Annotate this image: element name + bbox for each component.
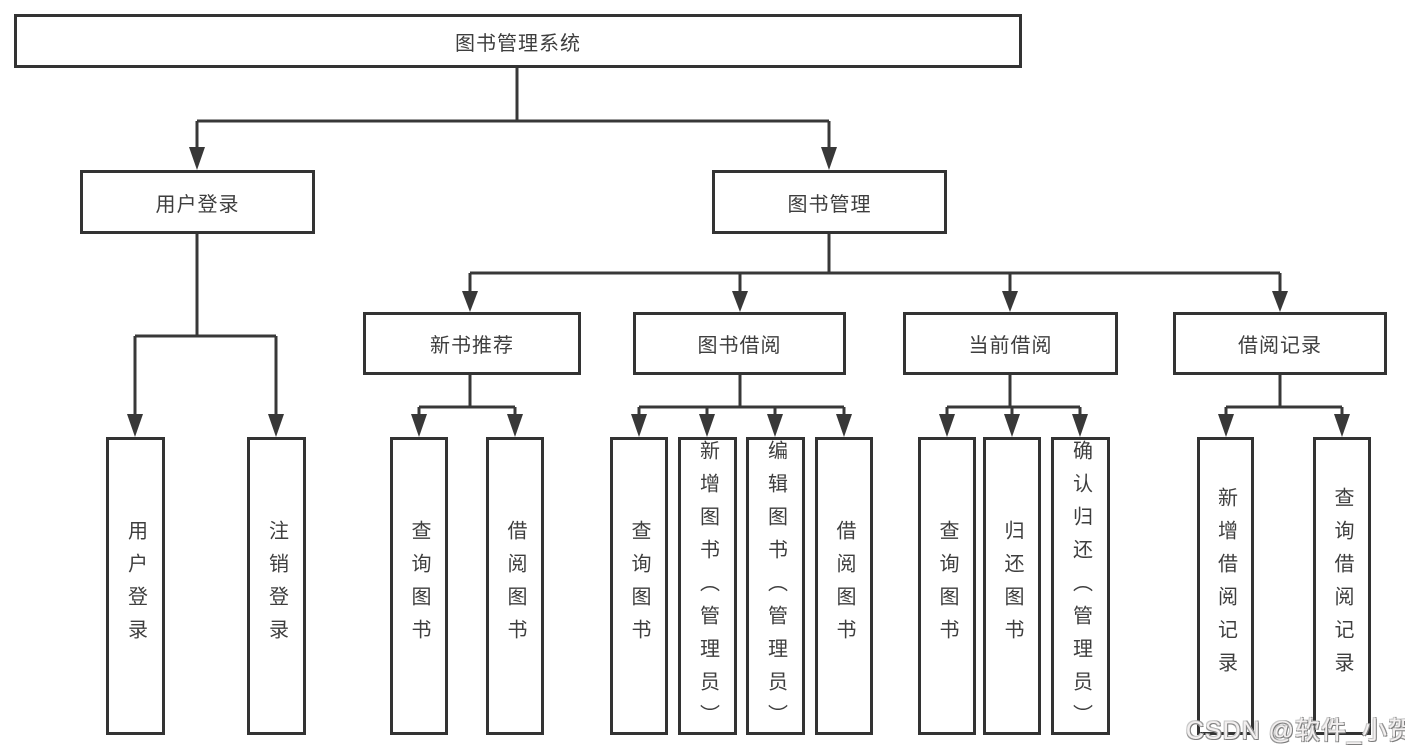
node-label: 归还图书: [1001, 520, 1023, 652]
node-label: 图书借阅: [697, 335, 782, 357]
node-leaf-add-borrow-record: 新增借阅记录: [1197, 437, 1254, 735]
node-leaf-return-books: 归还图书: [983, 437, 1041, 735]
node-leaf-query-books-1: 查询图书: [390, 437, 448, 735]
node-label: 查询图书: [628, 520, 650, 652]
node-current-borrow: 当前借阅: [903, 312, 1118, 375]
node-label: 借阅记录: [1238, 335, 1322, 357]
node-borrow-records: 借阅记录: [1173, 312, 1387, 375]
node-label: 查询图书: [408, 520, 430, 652]
node-label: 借阅图书: [833, 520, 855, 652]
node-label: 注销登录: [265, 520, 288, 652]
node-leaf-query-borrow-record: 查询借阅记录: [1313, 437, 1371, 735]
node-user-login: 用户登录: [80, 170, 315, 234]
node-leaf-borrow-books-1: 借阅图书: [486, 437, 544, 735]
node-leaf-add-book-admin: 新增图书（管理员）: [678, 437, 737, 737]
node-book-borrow: 图书借阅: [633, 312, 846, 375]
node-label: 图书管理: [787, 193, 872, 216]
node-label: 确认归还（管理员）: [1069, 440, 1092, 737]
arrowhead-icons: [127, 147, 1350, 437]
node-label: 编辑图书（管理员）: [764, 440, 787, 737]
node-label: 新增图书（管理员）: [696, 440, 719, 737]
node-label: 新增借阅记录: [1214, 487, 1237, 685]
node-label: 查询借阅记录: [1331, 487, 1353, 685]
node-leaf-user-login: 用户登录: [106, 437, 165, 735]
node-label: 图书管理系统: [455, 32, 581, 55]
node-leaf-query-books-2: 查询图书: [610, 437, 668, 735]
node-label: 当前借阅: [968, 335, 1053, 357]
node-label: 新书推荐: [430, 335, 514, 357]
node-leaf-borrow-books-2: 借阅图书: [815, 437, 873, 735]
node-leaf-confirm-return-admin: 确认归还（管理员）: [1051, 437, 1110, 737]
node-book-management: 图书管理: [712, 170, 947, 234]
node-label: 用户登录: [124, 520, 147, 652]
node-label: 查询图书: [936, 520, 958, 652]
node-new-book-recommend: 新书推荐: [363, 312, 581, 375]
node-root-library-system: 图书管理系统: [14, 14, 1022, 68]
node-leaf-logout: 注销登录: [247, 437, 306, 735]
node-label: 借阅图书: [504, 520, 526, 652]
node-leaf-query-books-3: 查询图书: [918, 437, 976, 735]
node-label: 用户登录: [155, 193, 240, 216]
node-leaf-edit-book-admin: 编辑图书（管理员）: [746, 437, 805, 737]
watermark: CSDN @软件_小贺同学: [1186, 717, 1405, 745]
